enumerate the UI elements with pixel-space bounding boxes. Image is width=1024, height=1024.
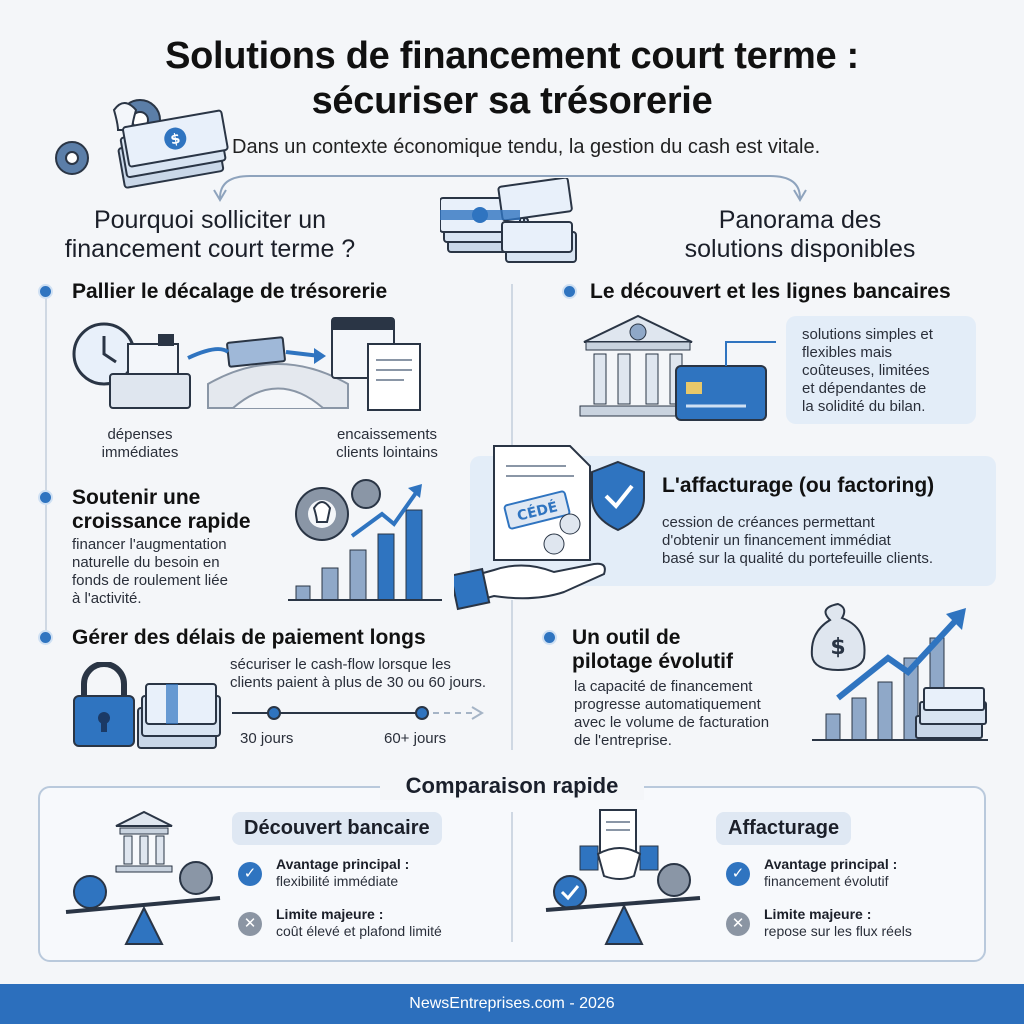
text-line: basé sur la qualité du portefeuille clie… [662, 550, 933, 567]
subtitle: Dans un contexte économique tendu, la ge… [232, 136, 821, 158]
factoring-limit: Limite majeure : repose sur les flux rée… [764, 906, 912, 940]
growth-money-icon: $ [810, 602, 988, 741]
title-line-1: Solutions de financement court terme : [165, 35, 859, 77]
section-text: la capacité de financement progresse aut… [574, 678, 804, 750]
branch-arrows [213, 175, 807, 202]
text-line: cession de créances permettant [662, 514, 875, 531]
text-line: avec le volume de facturation [574, 714, 770, 731]
left-heading-line-1: Pourquoi solliciter un [93, 206, 327, 234]
label-client-receipts: encaissements clients lointains [322, 426, 452, 462]
left-timeline-line [45, 298, 47, 638]
section-text: financer l'augmentation naturelle du bes… [72, 536, 282, 608]
svg-text:$: $ [830, 635, 845, 660]
label-line: clients lointains [336, 444, 438, 461]
section-title: Pallier le décalage de trésorerie [72, 280, 388, 303]
limit-label: Limite majeure : [764, 906, 872, 922]
bank-scale-icon [65, 810, 221, 945]
advantage-label: Avantage principal : [276, 856, 410, 872]
text-line: d'obtenir un financement immédiat [662, 532, 891, 549]
section-text: sécuriser le cash-flow lorsque les clien… [230, 656, 520, 692]
overdraft-pill: Découvert bancaire [232, 812, 442, 845]
page-title: Solutions de financement court terme : s… [0, 34, 1024, 124]
overdraft-advantage: Avantage principal : flexibilité immédia… [276, 856, 409, 890]
center-divider-lower [511, 600, 513, 750]
bullet-dot [38, 490, 53, 505]
text-line: naturelle du besoin en [72, 554, 220, 571]
bullet-dot [542, 630, 557, 645]
text-line: de l'entreprise. [574, 732, 672, 749]
text-line: sécuriser le cash-flow lorsque les [230, 656, 451, 673]
bullet-dot [562, 284, 577, 299]
text-line: à l'activité. [72, 590, 142, 607]
cross-icon: ✕ [238, 912, 262, 936]
overdraft-limit: Limite majeure : coût élevé et plafond l… [276, 906, 442, 940]
right-heading: Panorama des solutions disponibles [630, 206, 970, 264]
cash-gap-illustration [72, 317, 421, 411]
left-heading: Pourquoi solliciter un financement court… [40, 206, 380, 264]
check-icon: ✓ [238, 862, 262, 886]
label-line: dépenses [107, 426, 173, 443]
limit-label: Limite majeure : [276, 906, 384, 922]
advantage-value: flexibilité immédiate [276, 873, 399, 889]
right-heading-line-1: Panorama des [718, 206, 882, 234]
section-title-line: Un outil de [572, 626, 681, 649]
factoring-document-hand-icon: CÉDÉ [454, 445, 645, 611]
label-line: encaissements [336, 426, 438, 443]
comparison-divider [511, 812, 513, 942]
tick-30-days: 30 jours [240, 730, 294, 747]
money-stack-icon [440, 178, 577, 263]
payment-timeline [232, 706, 484, 720]
advantage-label: Avantage principal : [764, 856, 898, 872]
bank-card-icon [579, 314, 776, 421]
label-line: immédiates [101, 444, 179, 461]
text-line: la capacité de financement [574, 678, 753, 695]
section-title-line: pilotage évolutif [572, 650, 734, 673]
section-title: Le découvert et les lignes bancaires [590, 280, 951, 303]
text-line: la solidité du bilan. [802, 398, 926, 415]
section-title: Soutenir une croissance rapide [72, 486, 251, 534]
center-divider [511, 284, 513, 464]
section-title-line: Soutenir une [72, 486, 201, 509]
section-title: Un outil de pilotage évolutif [572, 626, 733, 674]
footer: NewsEntreprises.com - 2026 [0, 984, 1024, 1024]
text-line: et dépendantes de [802, 380, 927, 397]
growth-chart-icon [288, 479, 442, 601]
section-title: Gérer des délais de paiement longs [72, 626, 426, 649]
text-line: flexibles mais [802, 344, 893, 361]
text-line: financer l'augmentation [72, 536, 227, 553]
gears-money-icon: $ [55, 99, 229, 189]
label-immediate-expenses: dépenses immédiates [80, 426, 200, 462]
text-line: coûteuses, limitées [802, 362, 930, 379]
factoring-advantage: Avantage principal : financement évoluti… [764, 856, 897, 890]
comparison-title: Comparaison rapide [380, 772, 644, 800]
title-line-2: sécuriser sa trésorerie [311, 80, 713, 122]
text-line: progresse automatiquement [574, 696, 761, 713]
overdraft-card: solutions simples et flexibles mais coût… [786, 316, 976, 424]
section-title: L'affacturage (ou factoring) [662, 474, 935, 497]
tick-60-days: 60+ jours [384, 730, 447, 747]
limit-value: coût élevé et plafond limité [276, 923, 442, 939]
text-line: solutions simples et [802, 326, 933, 343]
bullet-dot [38, 284, 53, 299]
right-heading-line-2: solutions disponibles [684, 235, 916, 263]
check-icon: ✓ [726, 862, 750, 886]
svg-text:$: $ [169, 131, 181, 148]
section-title-line: croissance rapide [72, 510, 251, 533]
text-line: fonds de roulement liée [72, 572, 228, 589]
limit-value: repose sur les flux réels [764, 923, 912, 939]
left-heading-line-2: financement court terme ? [64, 235, 356, 263]
text-line: clients paient à plus de 30 ou 60 jours. [230, 674, 487, 691]
factoring-pill: Affacturage [716, 812, 852, 845]
cross-icon: ✕ [726, 912, 750, 936]
lock-money-icon [73, 662, 221, 749]
section-text: cession de créances permettant d'obtenir… [662, 514, 982, 568]
bullet-dot [38, 630, 53, 645]
advantage-value: financement évolutif [764, 873, 889, 889]
handshake-scale-icon [545, 809, 701, 945]
